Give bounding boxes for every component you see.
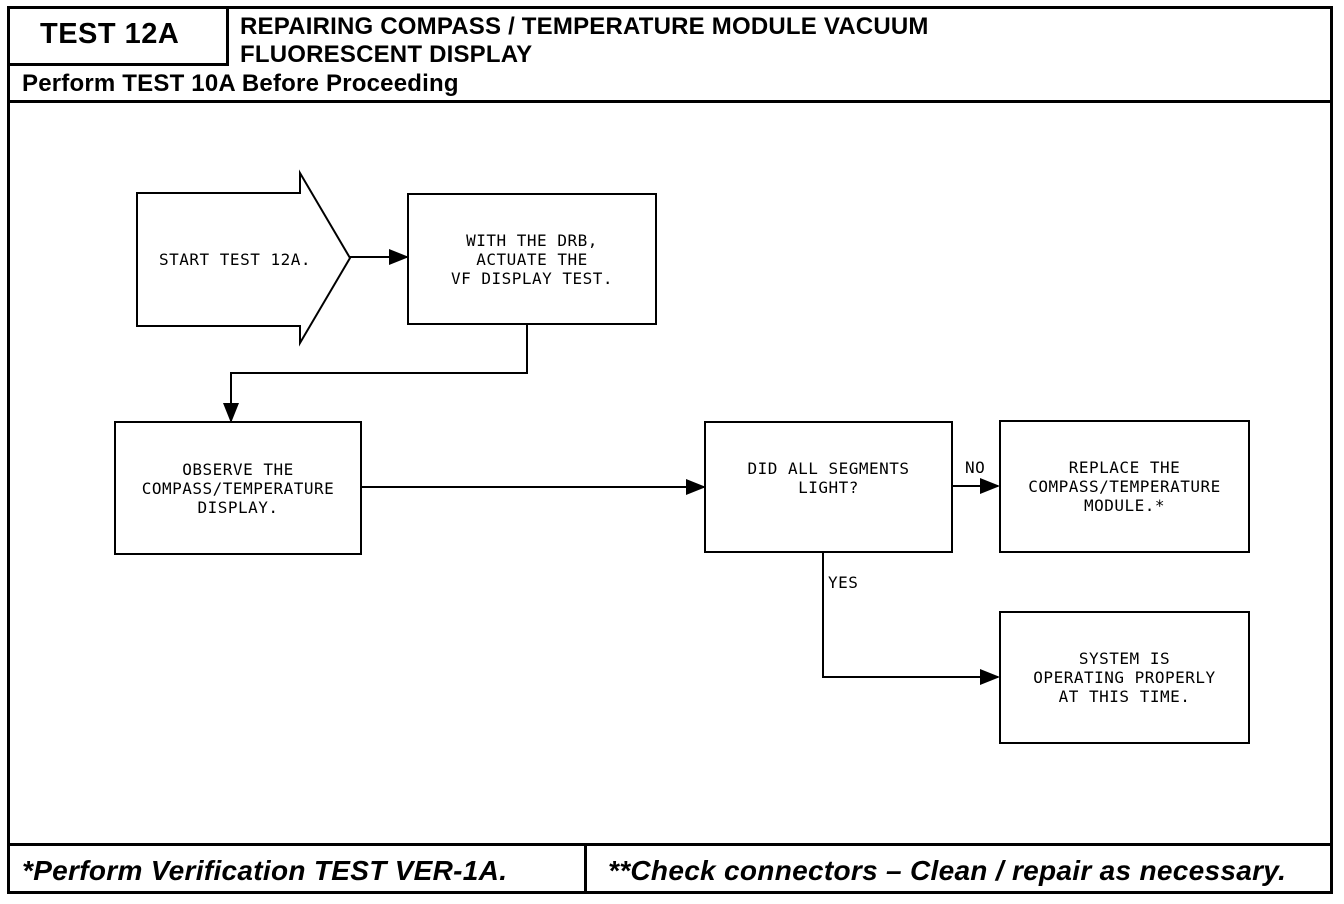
system-ok-text: SYSTEM IS OPERATING PROPERLY AT THIS TIM… <box>1033 649 1216 706</box>
footer-connectors-note: **Check connectors – Clean / repair as n… <box>608 855 1287 886</box>
page-frame <box>7 6 1333 894</box>
start-arrow-shape <box>136 169 352 347</box>
replace-module-box: REPLACE THE COMPASS/TEMPERATURE MODULE.* <box>999 420 1250 553</box>
page-title: REPAIRING COMPASS / TEMPERATURE MODULE V… <box>240 13 929 69</box>
test-id: TEST 12A <box>40 18 180 50</box>
observe-step-text: OBSERVE THE COMPASS/TEMPERATURE DISPLAY. <box>141 459 335 517</box>
start-step: START TEST 12A. <box>137 193 337 326</box>
decision-box: DID ALL SEGMENTS LIGHT? <box>704 421 953 553</box>
actuate-step-box: WITH THE DRB, ACTUATE THE VF DISPLAY TES… <box>407 193 657 325</box>
test-id-box <box>7 6 229 66</box>
header-divider <box>7 100 1333 103</box>
footer-verification-note: *Perform Verification TEST VER-1A. <box>22 855 508 886</box>
actuate-step-text: WITH THE DRB, ACTUATE THE VF DISPLAY TES… <box>450 230 614 288</box>
title-line-2: FLUORESCENT DISPLAY <box>240 41 533 68</box>
observe-step-box: OBSERVE THE COMPASS/TEMPERATURE DISPLAY. <box>114 421 362 555</box>
footer-separator <box>584 843 587 894</box>
no-branch-label: NO <box>965 458 986 477</box>
system-ok-box: SYSTEM IS OPERATING PROPERLY AT THIS TIM… <box>999 611 1250 744</box>
connector-decision-yes <box>822 553 1000 685</box>
footer-divider <box>7 843 1333 846</box>
decision-text: DID ALL SEGMENTS LIGHT? <box>747 459 910 497</box>
replace-module-text: REPLACE THE COMPASS/TEMPERATURE MODULE.* <box>1028 458 1221 515</box>
start-step-text: START TEST 12A. <box>159 250 311 269</box>
title-line-1: REPAIRING COMPASS / TEMPERATURE MODULE V… <box>240 13 929 40</box>
connector-actuate-to-observe <box>223 325 528 423</box>
prerequisite-note: Perform TEST 10A Before Proceeding <box>22 70 459 97</box>
yes-branch-label: YES <box>828 573 859 592</box>
